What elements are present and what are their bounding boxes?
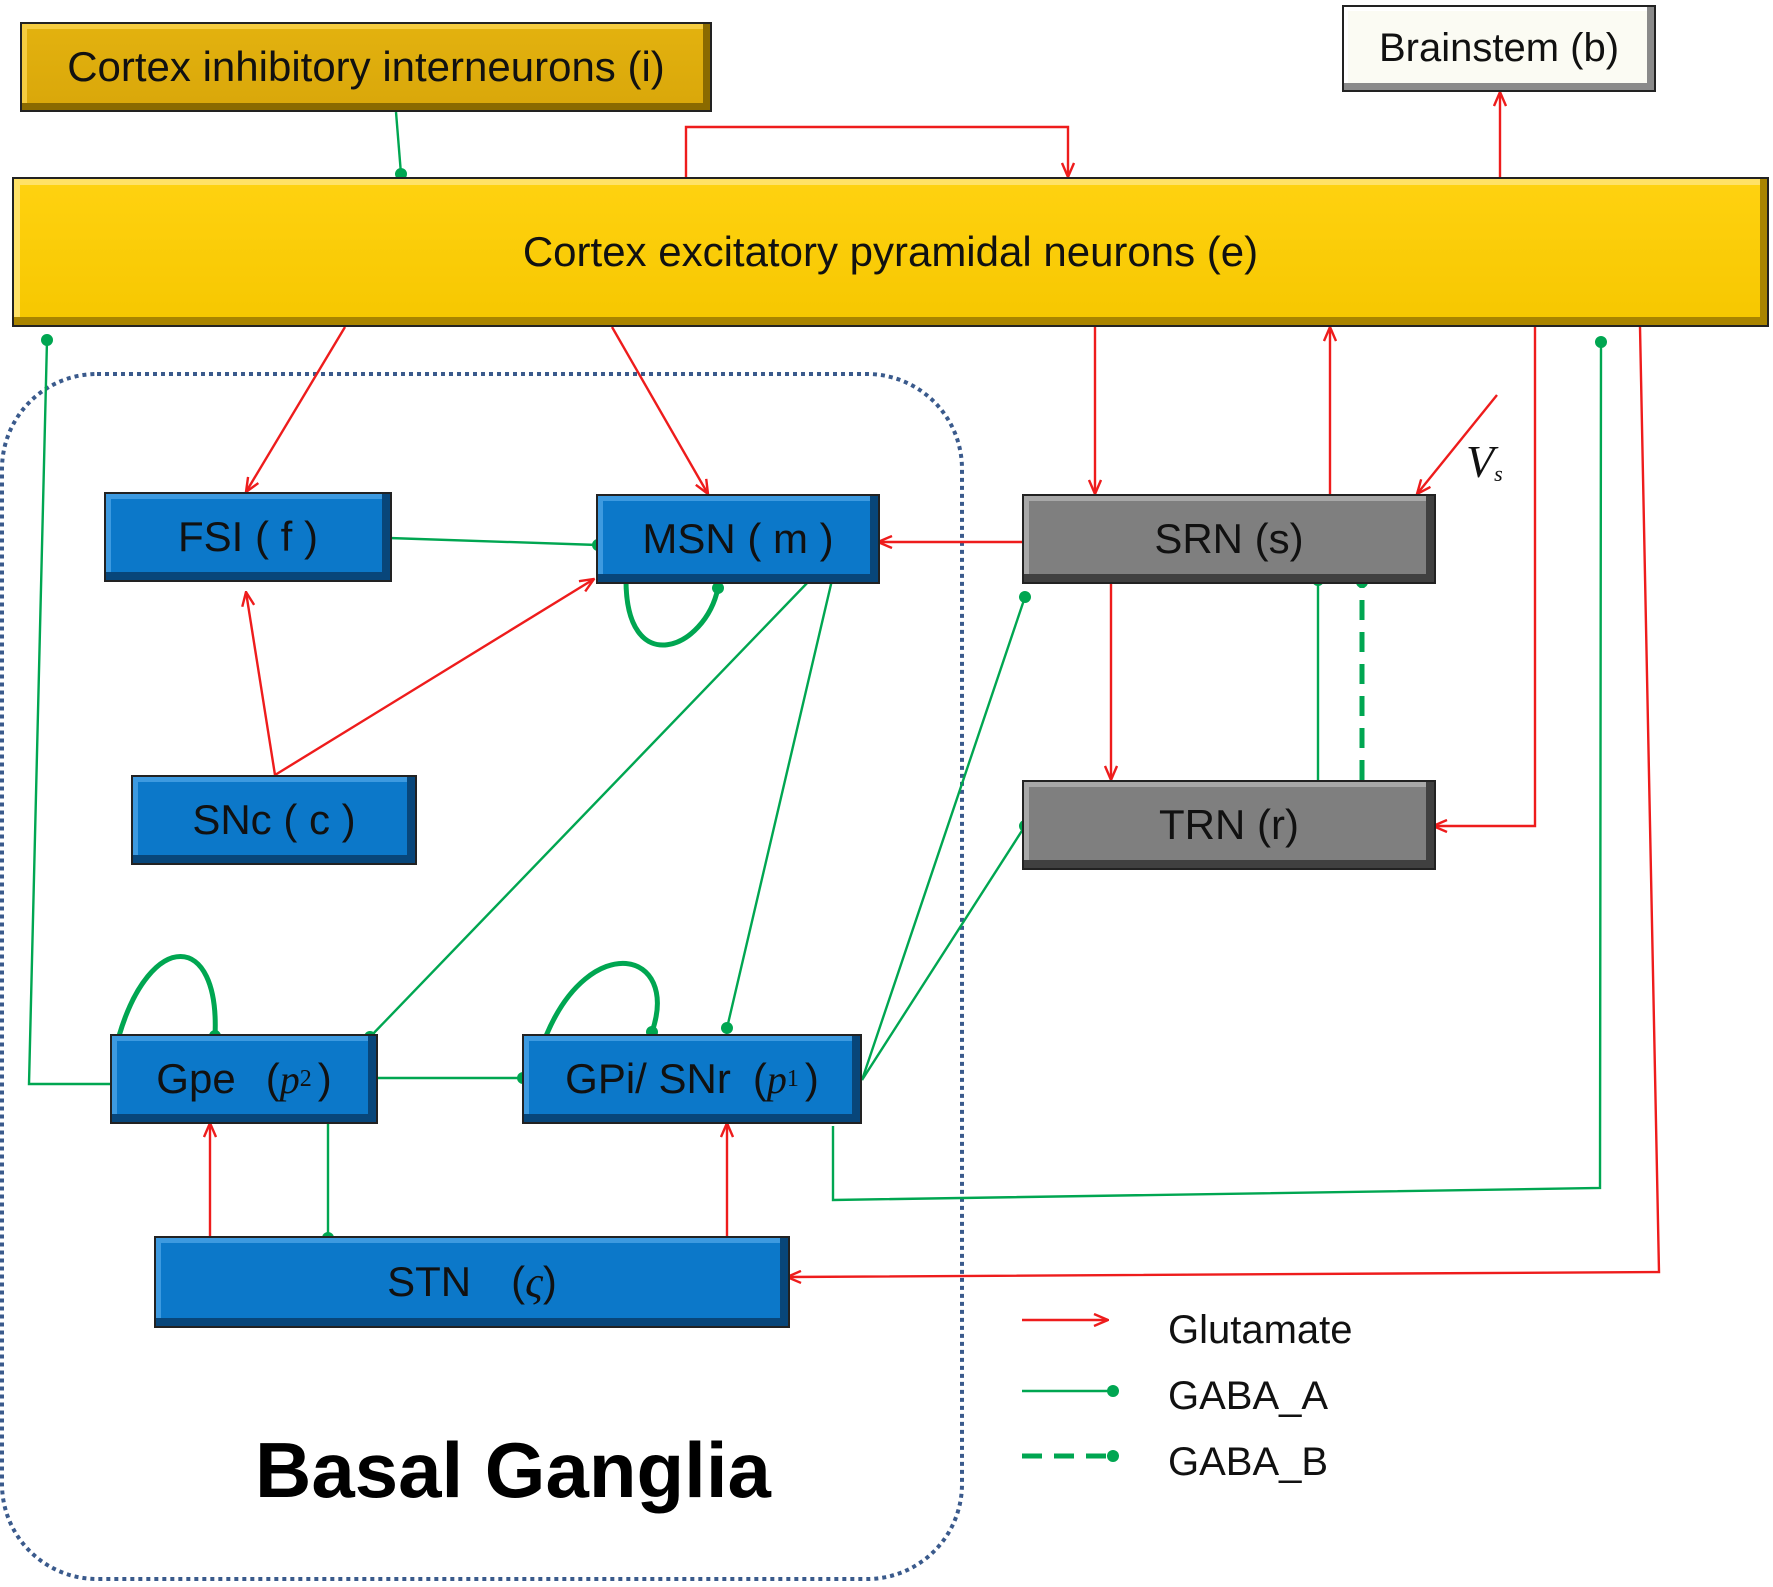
basal-ganglia-region: [0, 372, 964, 1581]
gpe-symbol: p: [279, 1056, 300, 1102]
gpi-close-paren: ): [804, 1055, 819, 1102]
brainstem-label: Brainstem (b): [1378, 26, 1620, 70]
glutamate-connections: [210, 92, 1661, 1320]
gpe-open-paren: (: [265, 1055, 280, 1102]
cortex-inhibitory-label: Cortex inhibitory interneurons (i): [67, 43, 665, 90]
brainstem-box: Brainstem (b): [1342, 5, 1656, 92]
msn-box: MSN ( m ): [596, 494, 880, 584]
gpi-label: GPi/ SNr: [565, 1055, 731, 1102]
cortex-excitatory-box: Cortex excitatory pyramidal neurons (e): [12, 177, 1769, 327]
srn-label: SRN (s): [1154, 515, 1304, 562]
stn-open-paren: (: [511, 1258, 526, 1305]
gaba-b-connections: [1022, 576, 1368, 1462]
gpe-label: Gpe: [156, 1055, 236, 1102]
vs-symbol: V: [1466, 436, 1495, 487]
gaba-a-connections: [27, 111, 1607, 1397]
gaba-a-self-loops: [116, 579, 724, 1042]
gpe-box: Gpe ( p 2 ): [110, 1034, 378, 1124]
legend-glutamate-label: Glutamate: [1168, 1308, 1353, 1352]
stn-box: STN ( ς ): [154, 1236, 790, 1328]
snc-label: SNc ( c ): [192, 796, 356, 843]
vs-input-label: Vs: [1466, 435, 1503, 488]
legend-gaba-b-label: GABA_B: [1168, 1440, 1329, 1484]
cortex-inhibitory-box: Cortex inhibitory interneurons (i): [20, 22, 712, 112]
stn-close-paren: ): [542, 1258, 557, 1305]
gpi-open-paren: (: [752, 1055, 767, 1102]
basal-ganglia-title: Basal Ganglia: [255, 1426, 771, 1514]
fsi-box: FSI ( f ): [104, 492, 392, 582]
gpi-subscript: 1: [786, 1065, 799, 1092]
cortex-excitatory-label: Cortex excitatory pyramidal neurons (e): [522, 228, 1259, 275]
gpe-subscript: 2: [299, 1065, 312, 1092]
vs-subscript: s: [1494, 461, 1503, 487]
gpi-symbol: p: [766, 1056, 787, 1102]
gpi-box: GPi/ SNr ( p 1 ): [522, 1034, 862, 1124]
srn-box: SRN (s): [1022, 494, 1436, 584]
legend-gaba-a-label: GABA_A: [1168, 1374, 1329, 1418]
trn-label: TRN (r): [1159, 801, 1299, 848]
gpe-close-paren: ): [317, 1055, 332, 1102]
snc-box: SNc ( c ): [131, 775, 417, 865]
fsi-label: FSI ( f ): [178, 513, 318, 560]
stn-label: STN: [387, 1258, 472, 1305]
msn-label: MSN ( m ): [642, 515, 834, 562]
trn-box: TRN (r): [1022, 780, 1436, 870]
stn-symbol: ς: [525, 1257, 543, 1307]
